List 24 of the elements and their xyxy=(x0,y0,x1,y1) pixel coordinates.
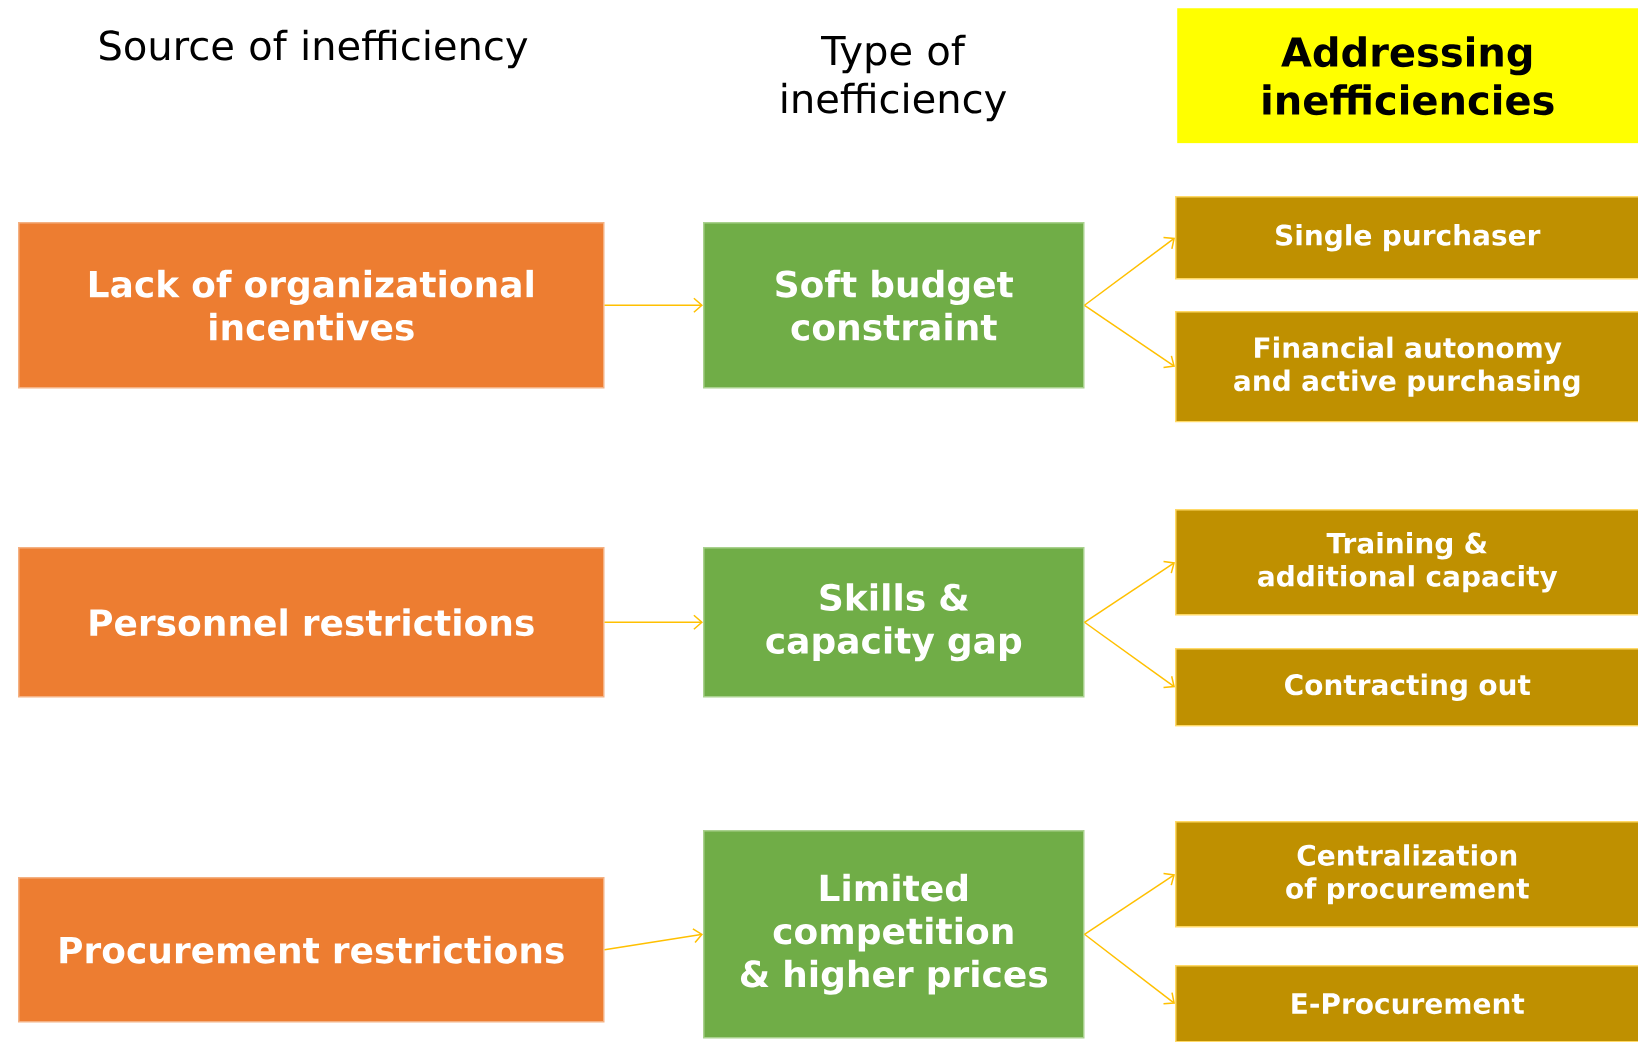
arrow xyxy=(1083,236,1175,306)
arrow xyxy=(1083,872,1175,935)
arrow xyxy=(603,297,703,313)
arrow xyxy=(1083,560,1175,623)
type-box: Limited competition & higher prices xyxy=(703,830,1085,1039)
remedy-box: E-Procurement xyxy=(1175,965,1638,1042)
source-box: Procurement restrictions xyxy=(18,877,605,1023)
remedy-box: Contracting out xyxy=(1175,648,1638,727)
arrow xyxy=(1083,304,1175,369)
remedy-box: Training & additional capacity xyxy=(1175,509,1638,616)
arrow xyxy=(1083,933,1175,1005)
remedy-box: Centralization of procurement xyxy=(1175,821,1638,928)
source-box: Lack of organizational incentives xyxy=(18,222,605,389)
type-box: Skills & capacity gap xyxy=(703,547,1085,698)
remedy-box: Single purchaser xyxy=(1175,196,1638,280)
source-box: Personnel restrictions xyxy=(18,547,605,698)
column-heading: Source of inefficiency xyxy=(100,29,528,69)
type-box: Soft budget constraint xyxy=(703,222,1085,389)
remedy-box: Financial autonomy and active purchasing xyxy=(1175,311,1638,423)
header-box: Addressing inefficiencies xyxy=(1177,8,1638,144)
arrow xyxy=(603,928,703,951)
arrow xyxy=(603,614,703,630)
column-heading: Type of inefficiency xyxy=(782,34,1007,122)
arrow xyxy=(1083,621,1175,689)
